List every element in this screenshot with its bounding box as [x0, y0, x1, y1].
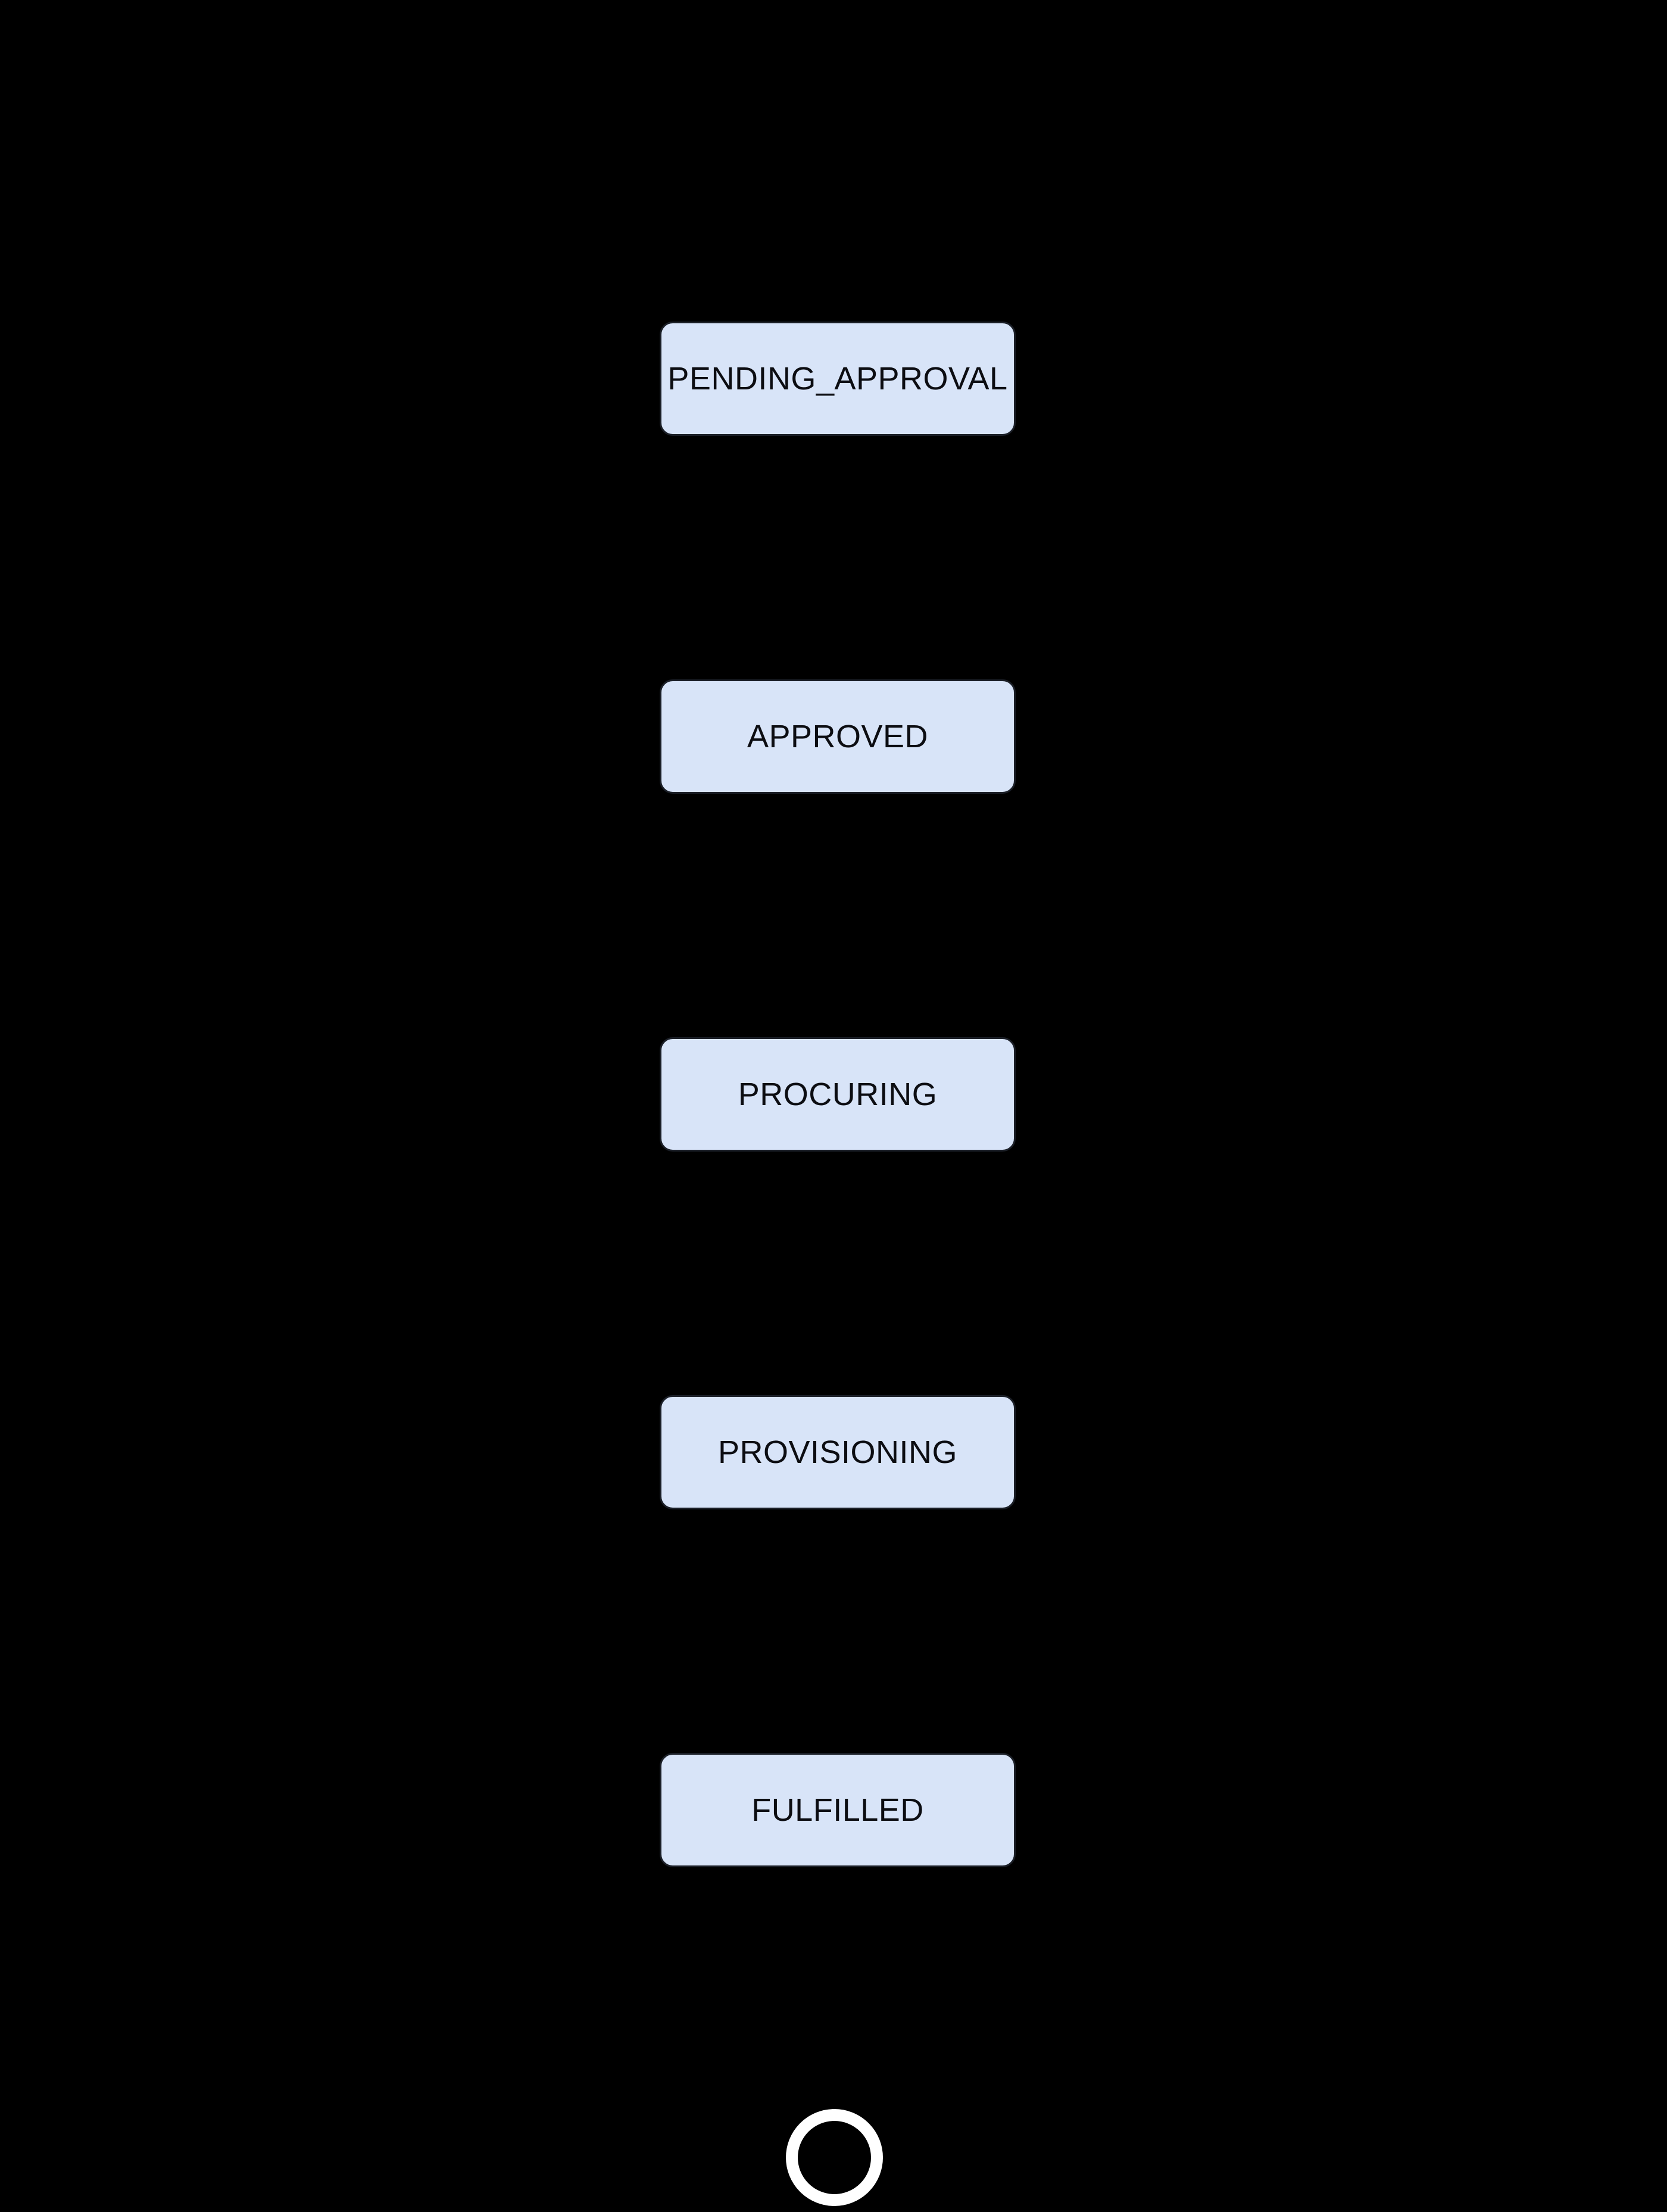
state-label-provisioning: PROVISIONING	[717, 1434, 958, 1470]
state-node-approved: APPROVED	[660, 679, 1016, 794]
state-label-pending-approval: PENDING_APPROVAL	[667, 361, 1008, 397]
state-node-pending-approval: PENDING_APPROVAL	[660, 322, 1016, 436]
state-node-provisioning: PROVISIONING	[660, 1395, 1016, 1509]
end-state-ring-icon	[786, 2109, 883, 2206]
state-label-approved: APPROVED	[747, 719, 929, 754]
state-label-procuring: PROCURING	[738, 1077, 938, 1112]
state-node-procuring: PROCURING	[660, 1037, 1016, 1152]
state-node-fulfilled: FULFILLED	[660, 1753, 1016, 1867]
state-label-fulfilled: FULFILLED	[751, 1792, 924, 1828]
